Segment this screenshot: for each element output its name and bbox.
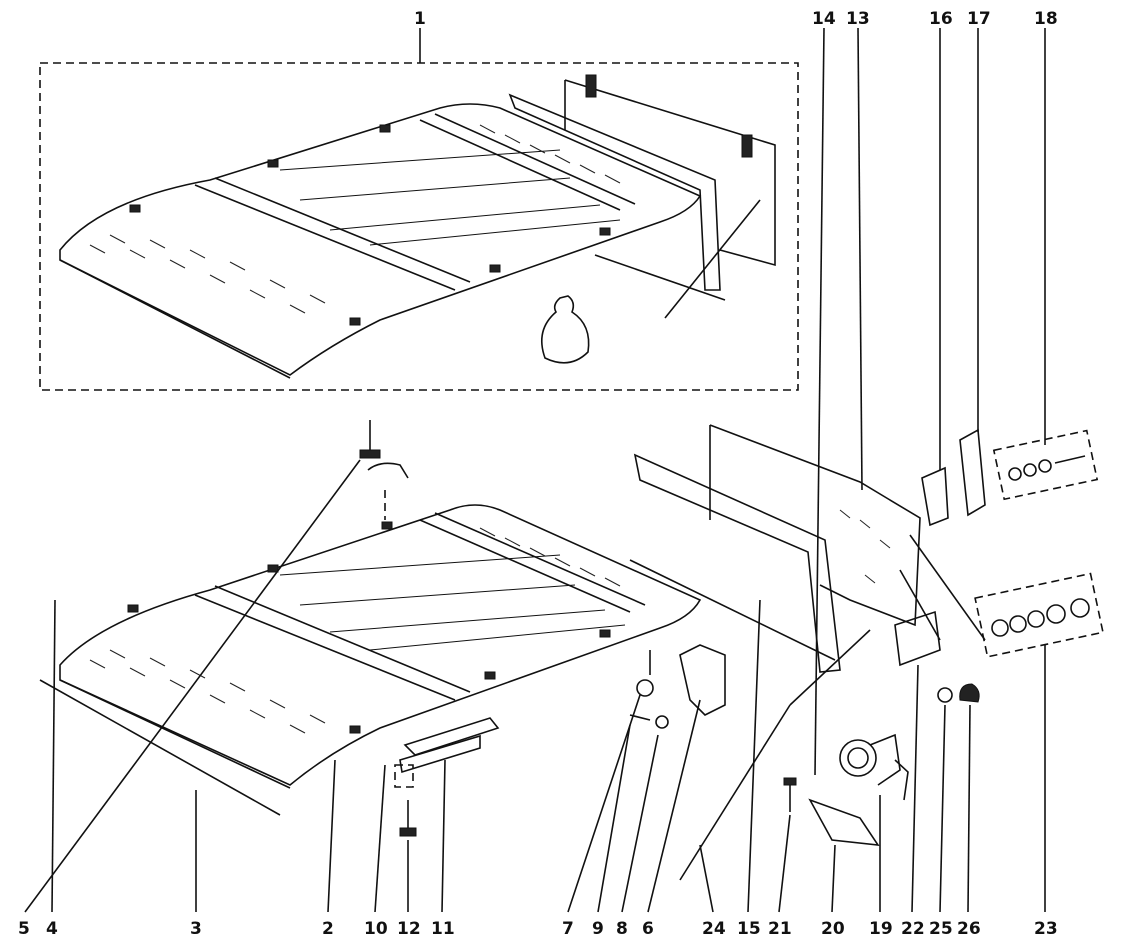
lower-roof-edge bbox=[59, 679, 291, 789]
upper-lift-strut bbox=[664, 199, 761, 319]
grab-handle bbox=[394, 717, 500, 837]
hardware-set-18 bbox=[1008, 455, 1086, 481]
part-label-8: 8 bbox=[616, 919, 628, 939]
upper-roof-hatching bbox=[89, 124, 621, 314]
upper-rear-window bbox=[564, 79, 776, 267]
part-label-21: 21 bbox=[768, 919, 792, 939]
gas-strut bbox=[679, 704, 791, 881]
striker-plate bbox=[808, 798, 880, 846]
part-label-26: 26 bbox=[957, 919, 981, 939]
lower-roof-panel bbox=[59, 504, 702, 786]
lower-seal-rail bbox=[629, 559, 836, 661]
screw-21-head bbox=[783, 777, 797, 786]
part-label-9: 9 bbox=[592, 919, 604, 939]
mounting-bracket bbox=[629, 644, 726, 729]
lower-roof-clips bbox=[127, 521, 611, 734]
upper-gasket-frame bbox=[508, 93, 721, 291]
part-label-13: 13 bbox=[846, 9, 870, 29]
rivet-and-clip bbox=[359, 420, 409, 520]
side-seal-strip bbox=[39, 679, 281, 816]
hardware-set-23 bbox=[991, 598, 1090, 637]
lower-roof-rib-2 bbox=[214, 585, 471, 693]
part-label-2: 2 bbox=[322, 919, 334, 939]
upper-roof-edge bbox=[59, 259, 291, 379]
part-label-5: 5 bbox=[18, 919, 30, 939]
lower-rear-window bbox=[709, 424, 921, 627]
part-labels-top: 1 14 13 16 17 18 bbox=[414, 9, 1058, 29]
hardware-set-23-frame bbox=[974, 572, 1104, 658]
part-label-25: 25 bbox=[929, 919, 953, 939]
lower-assembly-group bbox=[39, 420, 1104, 881]
upper-roof-clips bbox=[129, 124, 611, 326]
lower-roof-rib-1 bbox=[194, 594, 456, 701]
lower-roof-hatching bbox=[89, 527, 621, 734]
lock-assembly bbox=[839, 733, 909, 801]
assembly-1-frame bbox=[39, 62, 799, 391]
part-label-6: 6 bbox=[642, 919, 654, 939]
part-label-7: 7 bbox=[562, 919, 574, 939]
lower-gasket-frame bbox=[633, 453, 841, 673]
part-label-17: 17 bbox=[967, 9, 991, 29]
part-label-14: 14 bbox=[812, 9, 836, 29]
upper-roof-panel bbox=[59, 103, 702, 376]
cap-nut-26 bbox=[959, 683, 980, 703]
leader-lines bbox=[24, 27, 1046, 913]
part-label-20: 20 bbox=[821, 919, 845, 939]
part-label-11: 11 bbox=[431, 919, 455, 939]
latch-bracket bbox=[894, 610, 941, 667]
part-label-4: 4 bbox=[46, 919, 58, 939]
gas-strut-rod bbox=[789, 629, 871, 706]
part-label-1: 1 bbox=[414, 9, 426, 29]
hardware-set-18-frame bbox=[992, 429, 1099, 501]
part-label-16: 16 bbox=[929, 9, 953, 29]
part-labels-bottom: 5 4 3 2 10 12 11 7 9 8 6 24 15 21 20 19 … bbox=[18, 919, 1058, 939]
part-label-24: 24 bbox=[702, 919, 726, 939]
hinge-pad bbox=[921, 466, 949, 527]
upper-roof-rib-4 bbox=[434, 113, 636, 205]
lower-roof-rib-4 bbox=[434, 512, 646, 606]
upper-roof-rib-2 bbox=[214, 177, 471, 283]
part-label-23: 23 bbox=[1034, 919, 1058, 939]
lower-roof-slots bbox=[279, 554, 626, 651]
hinge-plate bbox=[959, 428, 986, 517]
upper-roof-rib-1 bbox=[194, 184, 456, 291]
leader-hinge-23 bbox=[909, 534, 986, 641]
part-label-12: 12 bbox=[397, 919, 421, 939]
part-label-22: 22 bbox=[901, 919, 925, 939]
lower-roof-rib-3 bbox=[419, 519, 631, 613]
part-label-10: 10 bbox=[364, 919, 388, 939]
upper-rail bbox=[594, 254, 726, 301]
upper-window-hinges bbox=[585, 74, 753, 158]
part-label-19: 19 bbox=[869, 919, 893, 939]
washer-25 bbox=[937, 687, 953, 703]
leader-latch-22 bbox=[899, 569, 941, 641]
part-label-3: 3 bbox=[190, 919, 202, 939]
upper-roof-slot-1 bbox=[279, 149, 621, 246]
upper-roof-rib-3 bbox=[419, 119, 621, 211]
part-label-15: 15 bbox=[737, 919, 761, 939]
parts-bag bbox=[541, 295, 590, 364]
assembly-1-group bbox=[39, 28, 799, 391]
window-hatching bbox=[839, 509, 891, 584]
part-label-18: 18 bbox=[1034, 9, 1058, 29]
